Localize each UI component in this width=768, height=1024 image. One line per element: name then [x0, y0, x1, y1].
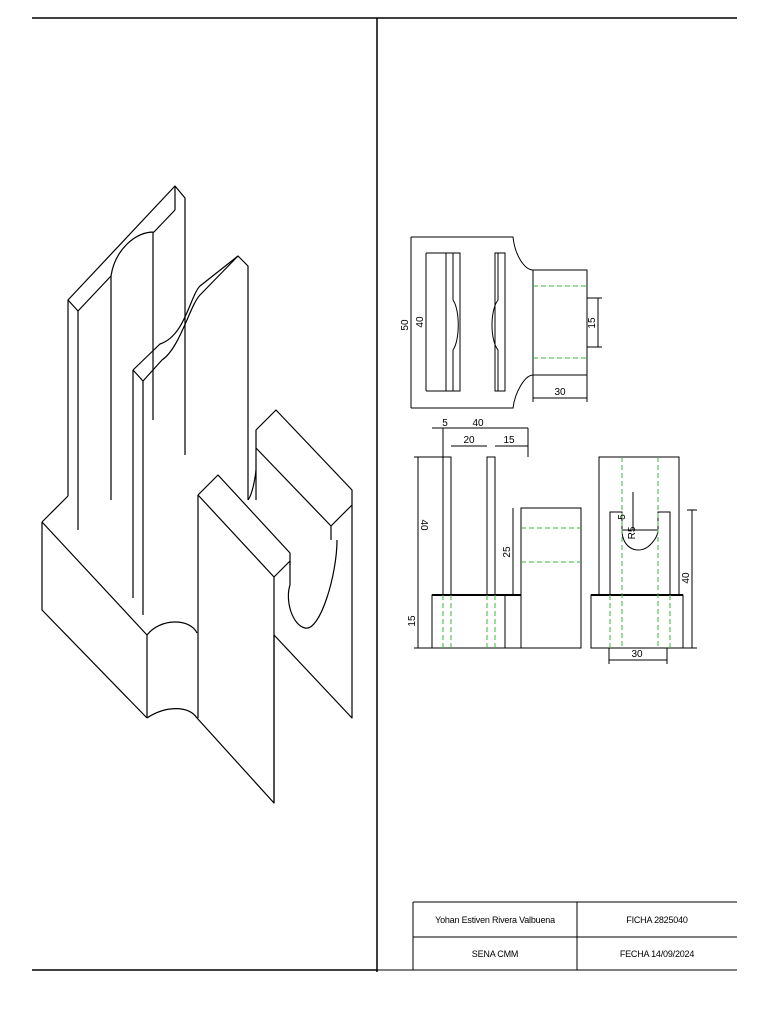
sheet-frame [32, 17, 737, 972]
side-view [590, 456, 697, 664]
dim-5: 5 [442, 418, 448, 429]
dim-40-top: 40 [472, 418, 484, 429]
side-view-dimensions: 5 R5 40 30 [617, 514, 692, 660]
top-view-dimensions: 50 40 15 30 [400, 316, 598, 398]
dim-25: 25 [502, 546, 513, 558]
dim-40-side: 40 [681, 572, 692, 584]
institution-name: SENA CMM [471, 948, 519, 959]
dim-r5: R5 [627, 526, 638, 539]
dim-40-left: 40 [418, 519, 429, 531]
author-name: Yohan Estiven Rivera Valbuena [435, 914, 555, 925]
front-view-dimensions: 5 40 20 15 40 15 25 [407, 418, 515, 627]
title-block-frame [377, 901, 737, 971]
dim-5-hole: 5 [617, 514, 628, 520]
dim-15: 15 [587, 317, 598, 329]
dim-40: 40 [415, 316, 426, 328]
dim-30-side: 30 [631, 649, 643, 660]
dim-20: 20 [463, 435, 475, 446]
date-label: FECHA 14/09/2024 [619, 948, 695, 959]
dim-30: 30 [554, 387, 566, 398]
dim-50: 50 [400, 319, 411, 331]
dim-15-right: 15 [503, 435, 515, 446]
dim-15-base: 15 [407, 615, 418, 627]
top-view [410, 236, 602, 409]
isometric-view [41, 185, 353, 804]
front-view [414, 427, 582, 649]
ficha-number: FICHA 2825040 [626, 914, 688, 925]
